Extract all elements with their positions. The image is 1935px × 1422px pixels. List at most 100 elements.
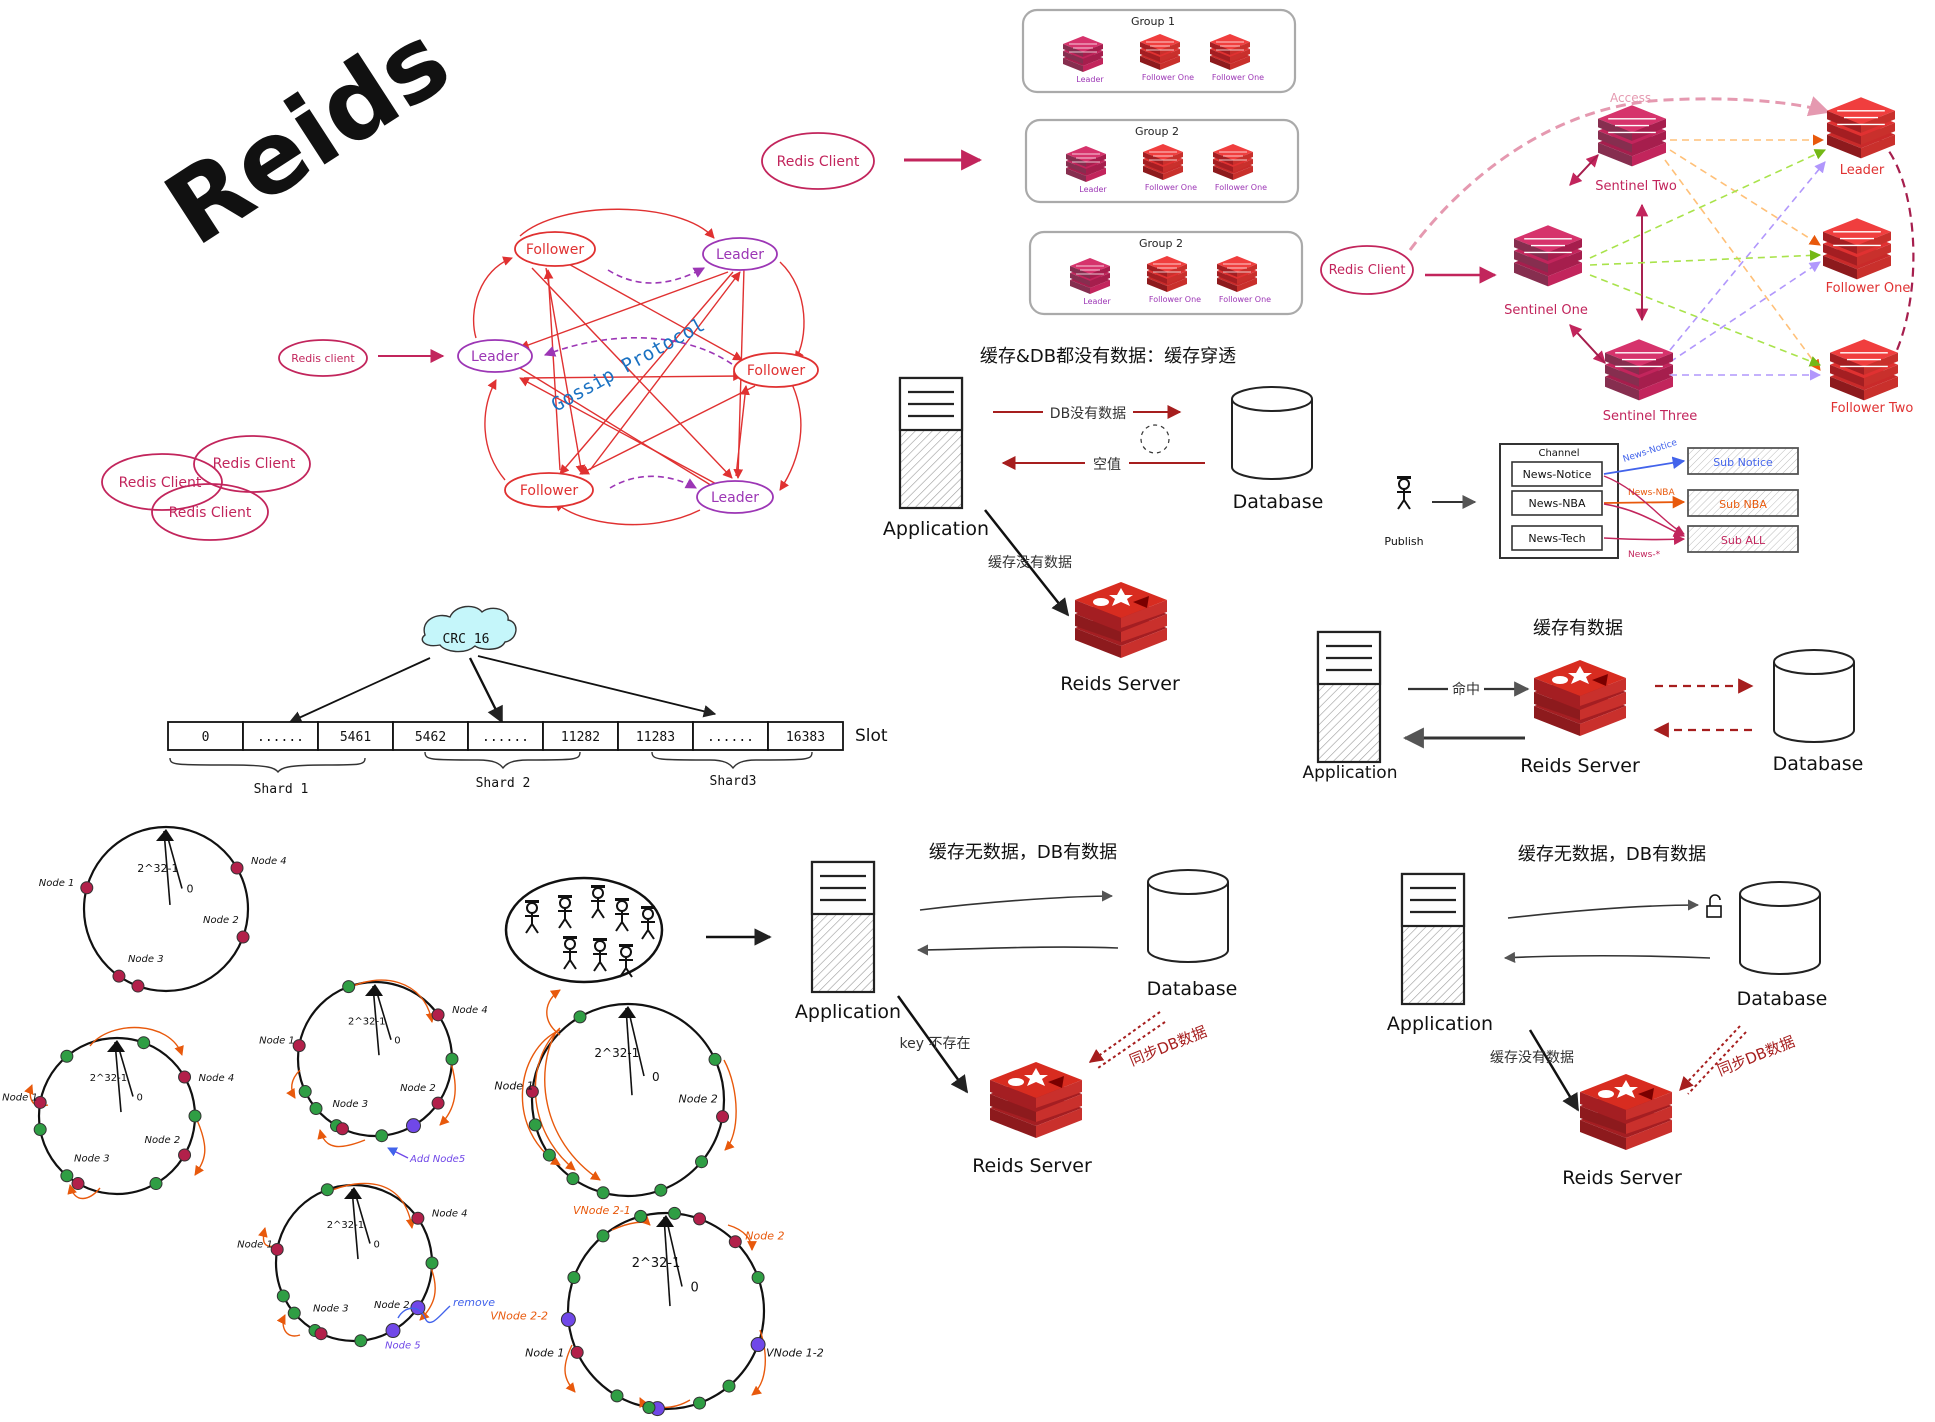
database-label: Database [1233, 491, 1324, 513]
ring-node-label: Node 2 [145, 1135, 181, 1146]
ring-node [708, 1052, 722, 1066]
slot-cell-label: 5462 [415, 730, 446, 745]
ring-node-label: Node 4 [452, 1005, 488, 1016]
ring-node [71, 1177, 85, 1191]
ring-node [722, 1379, 736, 1393]
slot-cell-label: ...... [482, 730, 529, 745]
ring-node [528, 1118, 542, 1132]
section-title: 缓存无数据，DB有数据 [1518, 844, 1706, 865]
arrow-label: key 不存在 [900, 1036, 971, 1052]
node-leader: Leader [702, 237, 778, 271]
ring-node [431, 1096, 445, 1110]
ring-node [178, 1148, 192, 1162]
ring-node-label: Node 1 [39, 878, 75, 889]
role-label: Follower One [1826, 281, 1911, 296]
gossip-cluster: Follower Leader Leader Follower Follower… [457, 208, 819, 526]
ring-node [314, 1327, 328, 1341]
crc-label: CRC 16 [443, 632, 490, 647]
ring-zero-label: 0 [187, 883, 194, 896]
ring-node [385, 1323, 401, 1339]
slot-cell [317, 721, 394, 751]
shard-label: Shard3 [710, 774, 757, 789]
role-label: Leader [471, 349, 519, 365]
role-label: Follower One [1215, 183, 1267, 192]
ring-node-label: Node 2 [374, 1300, 410, 1311]
redis-client-groups-source: Redis Client [761, 132, 875, 190]
section-title: 缓存有数据 [1533, 618, 1623, 639]
slot-cell-label: ...... [707, 730, 754, 745]
slot-cell [767, 721, 844, 751]
slot-cell-label: 5461 [340, 730, 371, 745]
arrow-label: 缓存没有数据 [988, 555, 1072, 571]
ring-node-label: Node 5 [385, 1341, 421, 1352]
client-label: Redis Client [777, 154, 860, 170]
ring-zero-label: 0 [652, 1070, 660, 1084]
ring-node [750, 1337, 766, 1353]
arrow-label: News-* [1628, 550, 1661, 560]
application-label: Application [795, 1001, 901, 1023]
ring-node-label: Node 1 [2, 1092, 38, 1103]
ring-node [654, 1183, 668, 1197]
role-label: Follower [520, 483, 579, 499]
ring-node-label: Node 3 [313, 1304, 349, 1315]
ring-node [287, 1306, 301, 1320]
redis-server-label: Reids Server [1520, 755, 1640, 777]
client-label: Redis Client [119, 475, 202, 491]
ring-node [525, 1085, 539, 1099]
ring-node [375, 1129, 389, 1143]
ring-node-label: Node 4 [251, 856, 287, 867]
ring-node [270, 1242, 284, 1256]
ring-node-label: Node 3 [74, 1154, 110, 1165]
channel-item: News-Tech [1528, 532, 1585, 545]
ring-node [610, 1389, 624, 1403]
redis-server-label: Reids Server [1562, 1167, 1682, 1189]
channel-item: News-Notice [1523, 468, 1592, 481]
application-label: Application [1303, 763, 1398, 783]
slot-cell-label: 16383 [786, 730, 825, 745]
slot-cell [392, 721, 469, 751]
subscriber-label: Sub Notice [1713, 456, 1773, 469]
client-label: Redis Client [1329, 263, 1406, 278]
ring-node-label: Node 2 [400, 1083, 436, 1094]
ring-node [431, 1008, 445, 1022]
ring-top-label: 2^32-1 [137, 862, 178, 875]
ring-node [60, 1169, 74, 1183]
section-title: 缓存&DB都没有数据：缓存穿透 [980, 346, 1236, 367]
ring-node [292, 1039, 306, 1053]
slot-cell-label: 11283 [636, 730, 675, 745]
arrow-label: 命中 [1452, 681, 1480, 698]
section-title: 缓存无数据，DB有数据 [929, 842, 1117, 863]
ring-node [596, 1186, 610, 1200]
arrow-label: 缓存没有数据 [1490, 1050, 1574, 1066]
role-label: Follower [526, 242, 585, 258]
client-label: Redis Client [213, 456, 296, 472]
redis-server-label: Reids Server [1060, 673, 1180, 695]
ring-node [131, 979, 145, 993]
client-label: Redis client [291, 352, 355, 365]
cache-penetration-diagram: 缓存&DB都没有数据：缓存穿透 Application Database DB没… [883, 346, 1323, 695]
database-label: Database [1147, 978, 1238, 1000]
ring-node [309, 1101, 323, 1115]
ring-node-label: Node 2 [679, 1093, 718, 1106]
subscriber-label: Sub ALL [1721, 534, 1766, 547]
ring-node [335, 1122, 349, 1136]
database-label: Database [1773, 753, 1864, 775]
ring-node [567, 1270, 581, 1284]
slot-label: Slot [855, 726, 888, 746]
group-title: Group 2 [1135, 125, 1179, 138]
slot-cell-label: 11282 [561, 730, 600, 745]
ring-zero-label: 0 [137, 1092, 143, 1103]
ring-top-label: 2^32-1 [327, 1220, 364, 1231]
ring-node [320, 1183, 334, 1197]
ring-node [137, 1036, 151, 1050]
ring-node [230, 861, 244, 875]
ring-node-label: Node 4 [432, 1208, 468, 1219]
ring-node [634, 1209, 648, 1223]
ring-node-label: VNode 2-2 [490, 1310, 548, 1323]
shard-label: Shard 1 [254, 782, 309, 797]
ring-node [728, 1235, 742, 1249]
group-box: Group 2 Leader Follower One Follower One [1024, 118, 1300, 204]
ring-node [112, 969, 126, 983]
role-label: Follower One [1149, 295, 1201, 304]
